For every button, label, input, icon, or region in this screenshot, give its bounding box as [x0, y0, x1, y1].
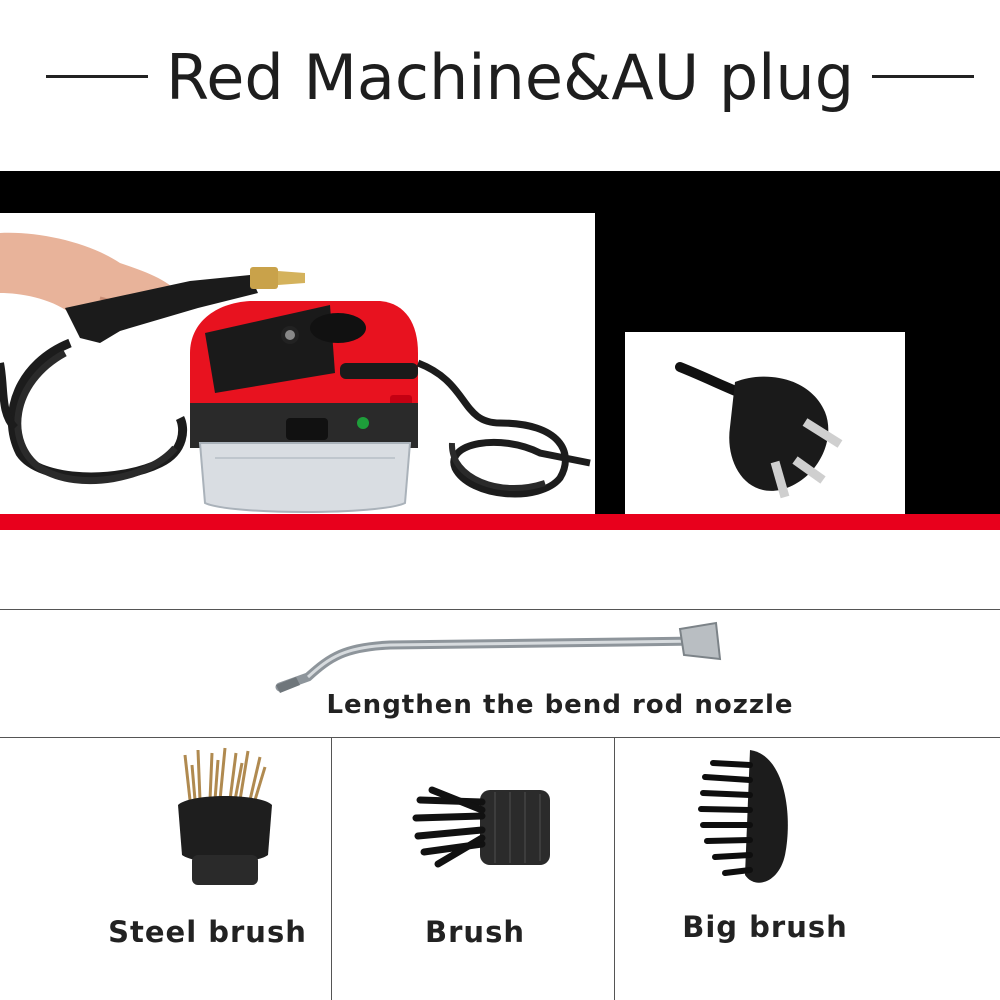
bend-rod-nozzle-icon	[275, 621, 722, 693]
big-brush-label: Big brush	[682, 910, 848, 944]
page-title: Red Machine&AU plug	[165, 41, 855, 114]
au-plug-icon	[675, 362, 843, 499]
machine-photo	[0, 213, 595, 515]
round-brush-icon	[412, 786, 550, 868]
accent-red-bar	[0, 514, 1000, 530]
title-bar: Red Machine&AU plug	[0, 38, 1000, 118]
title-rule-left	[46, 75, 148, 78]
divider-top	[0, 609, 1000, 610]
big-brush-icon	[698, 750, 788, 883]
steam-cleaner-machine-icon	[0, 232, 591, 513]
nozzle-label: Lengthen the bend rod nozzle	[326, 690, 794, 720]
hero-panel	[0, 171, 1000, 530]
brush-label: Brush	[425, 915, 525, 949]
divider-vertical-2	[614, 737, 615, 1000]
title-rule-right	[872, 75, 974, 78]
steel-brush-label: Steel brush	[108, 915, 307, 949]
au-plug-photo	[625, 332, 905, 514]
divider-vertical-1	[331, 737, 332, 1000]
divider-middle	[0, 737, 1000, 738]
steel-brush-icon	[178, 747, 272, 885]
